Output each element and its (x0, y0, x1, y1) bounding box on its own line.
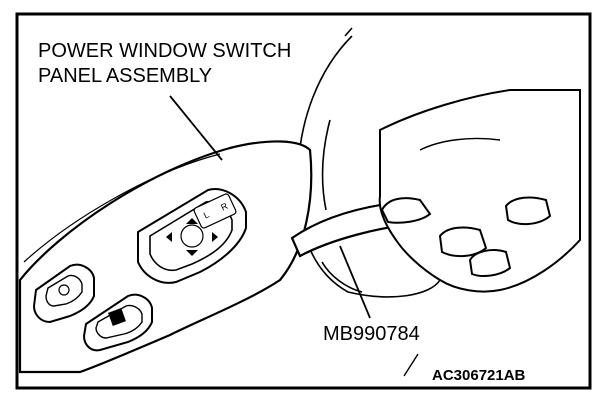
figure-id: AC306721AB (432, 367, 526, 384)
window-regulator-switch (82, 293, 153, 352)
mirror-center-knob (180, 224, 204, 248)
switch-panel: L R (18, 140, 313, 374)
callout-assembly-line2: PANEL ASSEMBLY (38, 65, 212, 87)
arrow-up-icon (186, 218, 198, 224)
window-icon (108, 308, 126, 326)
mirror-selector-switch (193, 193, 237, 229)
ring-finger (504, 196, 552, 226)
lock-icon (58, 284, 70, 296)
panel-edge-line (23, 153, 221, 263)
callout-tool-number: MB990784 (323, 323, 420, 345)
mirror-control-switch: L R (137, 188, 247, 284)
callout-assembly-line1: POWER WINDOW SWITCH (38, 40, 291, 62)
thumb (380, 197, 432, 224)
technician-hand (378, 89, 581, 293)
arrow-down-icon (186, 250, 198, 256)
selector-r-glyph: R (219, 201, 230, 213)
window-lock-switch (32, 263, 95, 324)
leader-line-assembly (169, 95, 223, 161)
frame-border (15, 12, 592, 390)
leader-line-figure-ref (403, 353, 419, 377)
lock-switch-button (45, 274, 83, 307)
hand-palm (378, 89, 581, 293)
index-finger (438, 226, 488, 258)
arrow-left-icon (166, 232, 172, 242)
knuckle-crease (419, 137, 501, 151)
selector-l-glyph: L (202, 209, 211, 220)
middle-finger (468, 249, 512, 277)
leader-line-tool (339, 245, 371, 319)
arrow-right-icon (212, 232, 218, 242)
